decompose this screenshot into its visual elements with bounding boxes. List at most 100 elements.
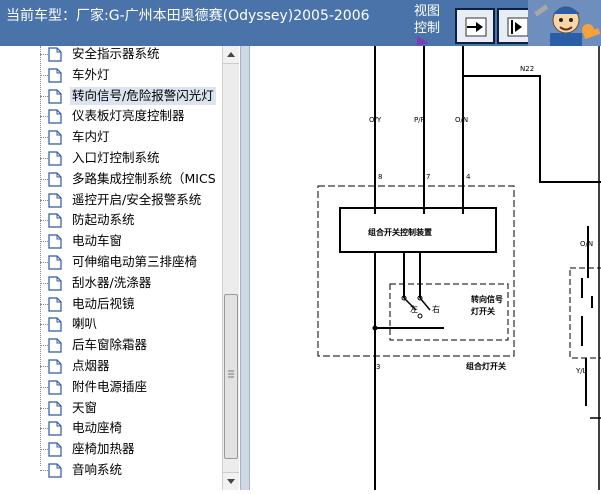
tree-item[interactable]: 附件电源插座	[0, 377, 220, 397]
tree-item[interactable]: 点烟器	[0, 356, 220, 376]
tree-item[interactable]: 电动后视镜	[0, 294, 220, 314]
tree-item-label: 电动车窗	[72, 233, 123, 249]
tree-connector	[40, 407, 48, 409]
tree-connector	[40, 449, 48, 451]
tree-connector	[40, 95, 48, 97]
document-icon	[48, 296, 62, 312]
document-icon	[48, 338, 62, 353]
view-control-label: 视图 控制	[414, 3, 446, 37]
tree-item-label: 喇叭	[72, 316, 98, 332]
tree-item-label: 遥控开启/安全报警系统	[72, 191, 202, 207]
tree-item[interactable]: 车内灯	[0, 127, 220, 147]
tree-connector	[40, 470, 48, 471]
tree-item-label: 电动后视镜	[72, 295, 135, 311]
tree-item[interactable]: 防起动系统	[0, 210, 220, 230]
tree-item-label: 后车窗除霜器	[72, 337, 148, 353]
turn-switch-label-2: 灯开关	[471, 306, 495, 316]
tree-connector	[40, 54, 48, 55]
tree-item[interactable]: 座椅加热器	[0, 439, 220, 459]
wire-label-right: O/N	[580, 240, 593, 248]
wire-label-3: O/N	[455, 116, 468, 124]
wire-label-top: N22	[520, 65, 534, 73]
tree-item[interactable]: 仪表板灯亮度控制器	[0, 106, 220, 126]
pin-label-3: 4	[466, 173, 471, 181]
document-icon	[48, 442, 62, 457]
tree-guide-line	[40, 46, 41, 466]
tree-item[interactable]: 遥控开启/安全报警系统	[0, 190, 220, 210]
tree-item-label: 车内灯	[72, 129, 110, 145]
view-control-label-line1: 视图	[414, 4, 441, 19]
wiring-diagram[interactable]: N22 O/Y P/R O/N 8 7 4 3 组合开关控制装置 左 右 转向信…	[250, 46, 601, 490]
tree-connector	[40, 220, 48, 222]
tree-item-label: 点烟器	[72, 358, 110, 373]
tree-connector	[40, 199, 48, 201]
tree-item-label: 多路集成控制系统（MICS	[72, 170, 216, 186]
document-icon	[48, 463, 62, 478]
tree-item[interactable]: 安全指示器系统	[0, 46, 220, 64]
last-button[interactable]	[497, 8, 531, 44]
document-icon	[48, 317, 62, 332]
document-icon	[48, 400, 62, 416]
combo-switch-label: 组合灯开关	[466, 361, 506, 371]
tree-item[interactable]: 电动车窗	[0, 231, 220, 251]
pin-label-2: 7	[426, 173, 430, 181]
tree-item-label: 安全指示器系统	[72, 46, 160, 61]
document-icon	[48, 234, 62, 249]
tree-item-label: 可伸缩电动第三排座椅	[72, 254, 198, 269]
wire-label-right-bottom: Y/L	[575, 367, 587, 375]
document-icon	[48, 380, 62, 395]
tree-item[interactable]: 车外灯	[0, 65, 220, 85]
tree-item[interactable]: 后车窗除霜器	[0, 335, 220, 355]
tree-connector	[40, 428, 48, 430]
tree-item[interactable]: 可伸缩电动第三排座椅	[0, 252, 220, 272]
scroll-up-button[interactable]	[223, 46, 239, 64]
pane-splitter[interactable]	[240, 46, 250, 490]
tree-item[interactable]: 音响系统	[0, 460, 220, 480]
tree-item[interactable]: 电动座椅	[0, 418, 220, 438]
document-icon	[48, 130, 62, 145]
next-button[interactable]	[455, 8, 495, 44]
wiring-diagram-canvas: N22 O/Y P/R O/N 8 7 4 3 组合开关控制装置 左 右 转向信…	[317, 46, 601, 490]
scroll-thumb[interactable]	[224, 294, 238, 459]
tree-connector	[40, 241, 48, 243]
document-icon	[48, 88, 62, 104]
document-icon	[48, 276, 62, 291]
tree-item[interactable]: 天窗	[0, 398, 220, 418]
pointer-arrow-icon	[417, 36, 429, 46]
title-bar: 当前车型：厂家:G-广州本田奥德赛(Odyssey)2005-2006 视图 控…	[0, 0, 601, 46]
document-icon	[48, 213, 62, 228]
wire-label-1: O/Y	[369, 116, 382, 124]
tree-item[interactable]: 刮水器/洗涤器	[0, 273, 220, 293]
scroll-down-button[interactable]	[223, 472, 239, 490]
tree-item-label: 天窗	[72, 399, 98, 415]
tree-connector	[40, 74, 48, 76]
tree-connector	[40, 282, 48, 284]
tree-item-label: 仪表板灯亮度控制器	[72, 108, 185, 124]
wire-label-2: P/R	[414, 116, 426, 124]
document-icon	[48, 359, 62, 374]
document-icon	[48, 421, 62, 436]
tree-item-label: 防起动系统	[72, 212, 135, 228]
pin-label-1: 8	[378, 173, 382, 181]
tree-scrollbar[interactable]	[222, 46, 239, 490]
document-icon	[48, 109, 62, 124]
tree-connector	[40, 158, 48, 159]
view-control-label-line2: 控制	[414, 21, 441, 36]
play-right-icon	[465, 17, 487, 37]
tree-item[interactable]: 转向信号/危险报警闪光灯	[0, 86, 220, 106]
tree-item[interactable]: 入口灯控制系统	[0, 148, 220, 168]
document-icon	[48, 172, 62, 187]
tree-item[interactable]: 多路集成控制系统（MICS	[0, 169, 220, 189]
document-icon	[48, 192, 62, 208]
document-icon	[48, 68, 62, 83]
arrow-up-icon	[227, 52, 235, 57]
skip-end-icon	[507, 17, 529, 37]
tree-connector	[40, 303, 48, 305]
turn-switch-label-1: 转向信号	[471, 294, 503, 304]
tree-item-label: 座椅加热器	[72, 441, 135, 457]
tree-item[interactable]: 喇叭	[0, 314, 220, 334]
tree-connector	[40, 137, 48, 139]
tree-connector	[40, 386, 48, 388]
tree-connector	[40, 345, 48, 347]
tree-item-label: 车外灯	[72, 66, 110, 82]
